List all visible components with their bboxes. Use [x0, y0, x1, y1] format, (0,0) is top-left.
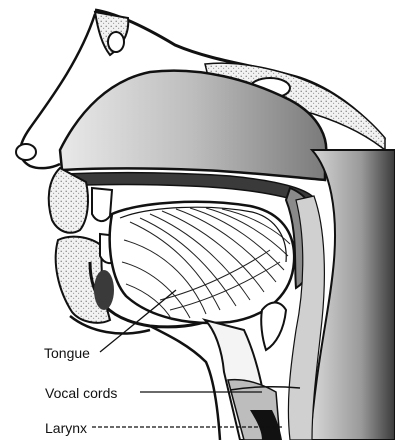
neck-front [150, 326, 220, 440]
label-larynx: Larynx [45, 421, 87, 435]
label-tongue: Tongue [44, 346, 90, 360]
nostril [16, 144, 36, 160]
frontal-sinus [108, 32, 124, 52]
epiglottis [261, 303, 286, 351]
upper-teeth [92, 188, 112, 221]
mandible-shadow [94, 270, 114, 310]
label-vocal-cords: Vocal cords [45, 386, 117, 400]
